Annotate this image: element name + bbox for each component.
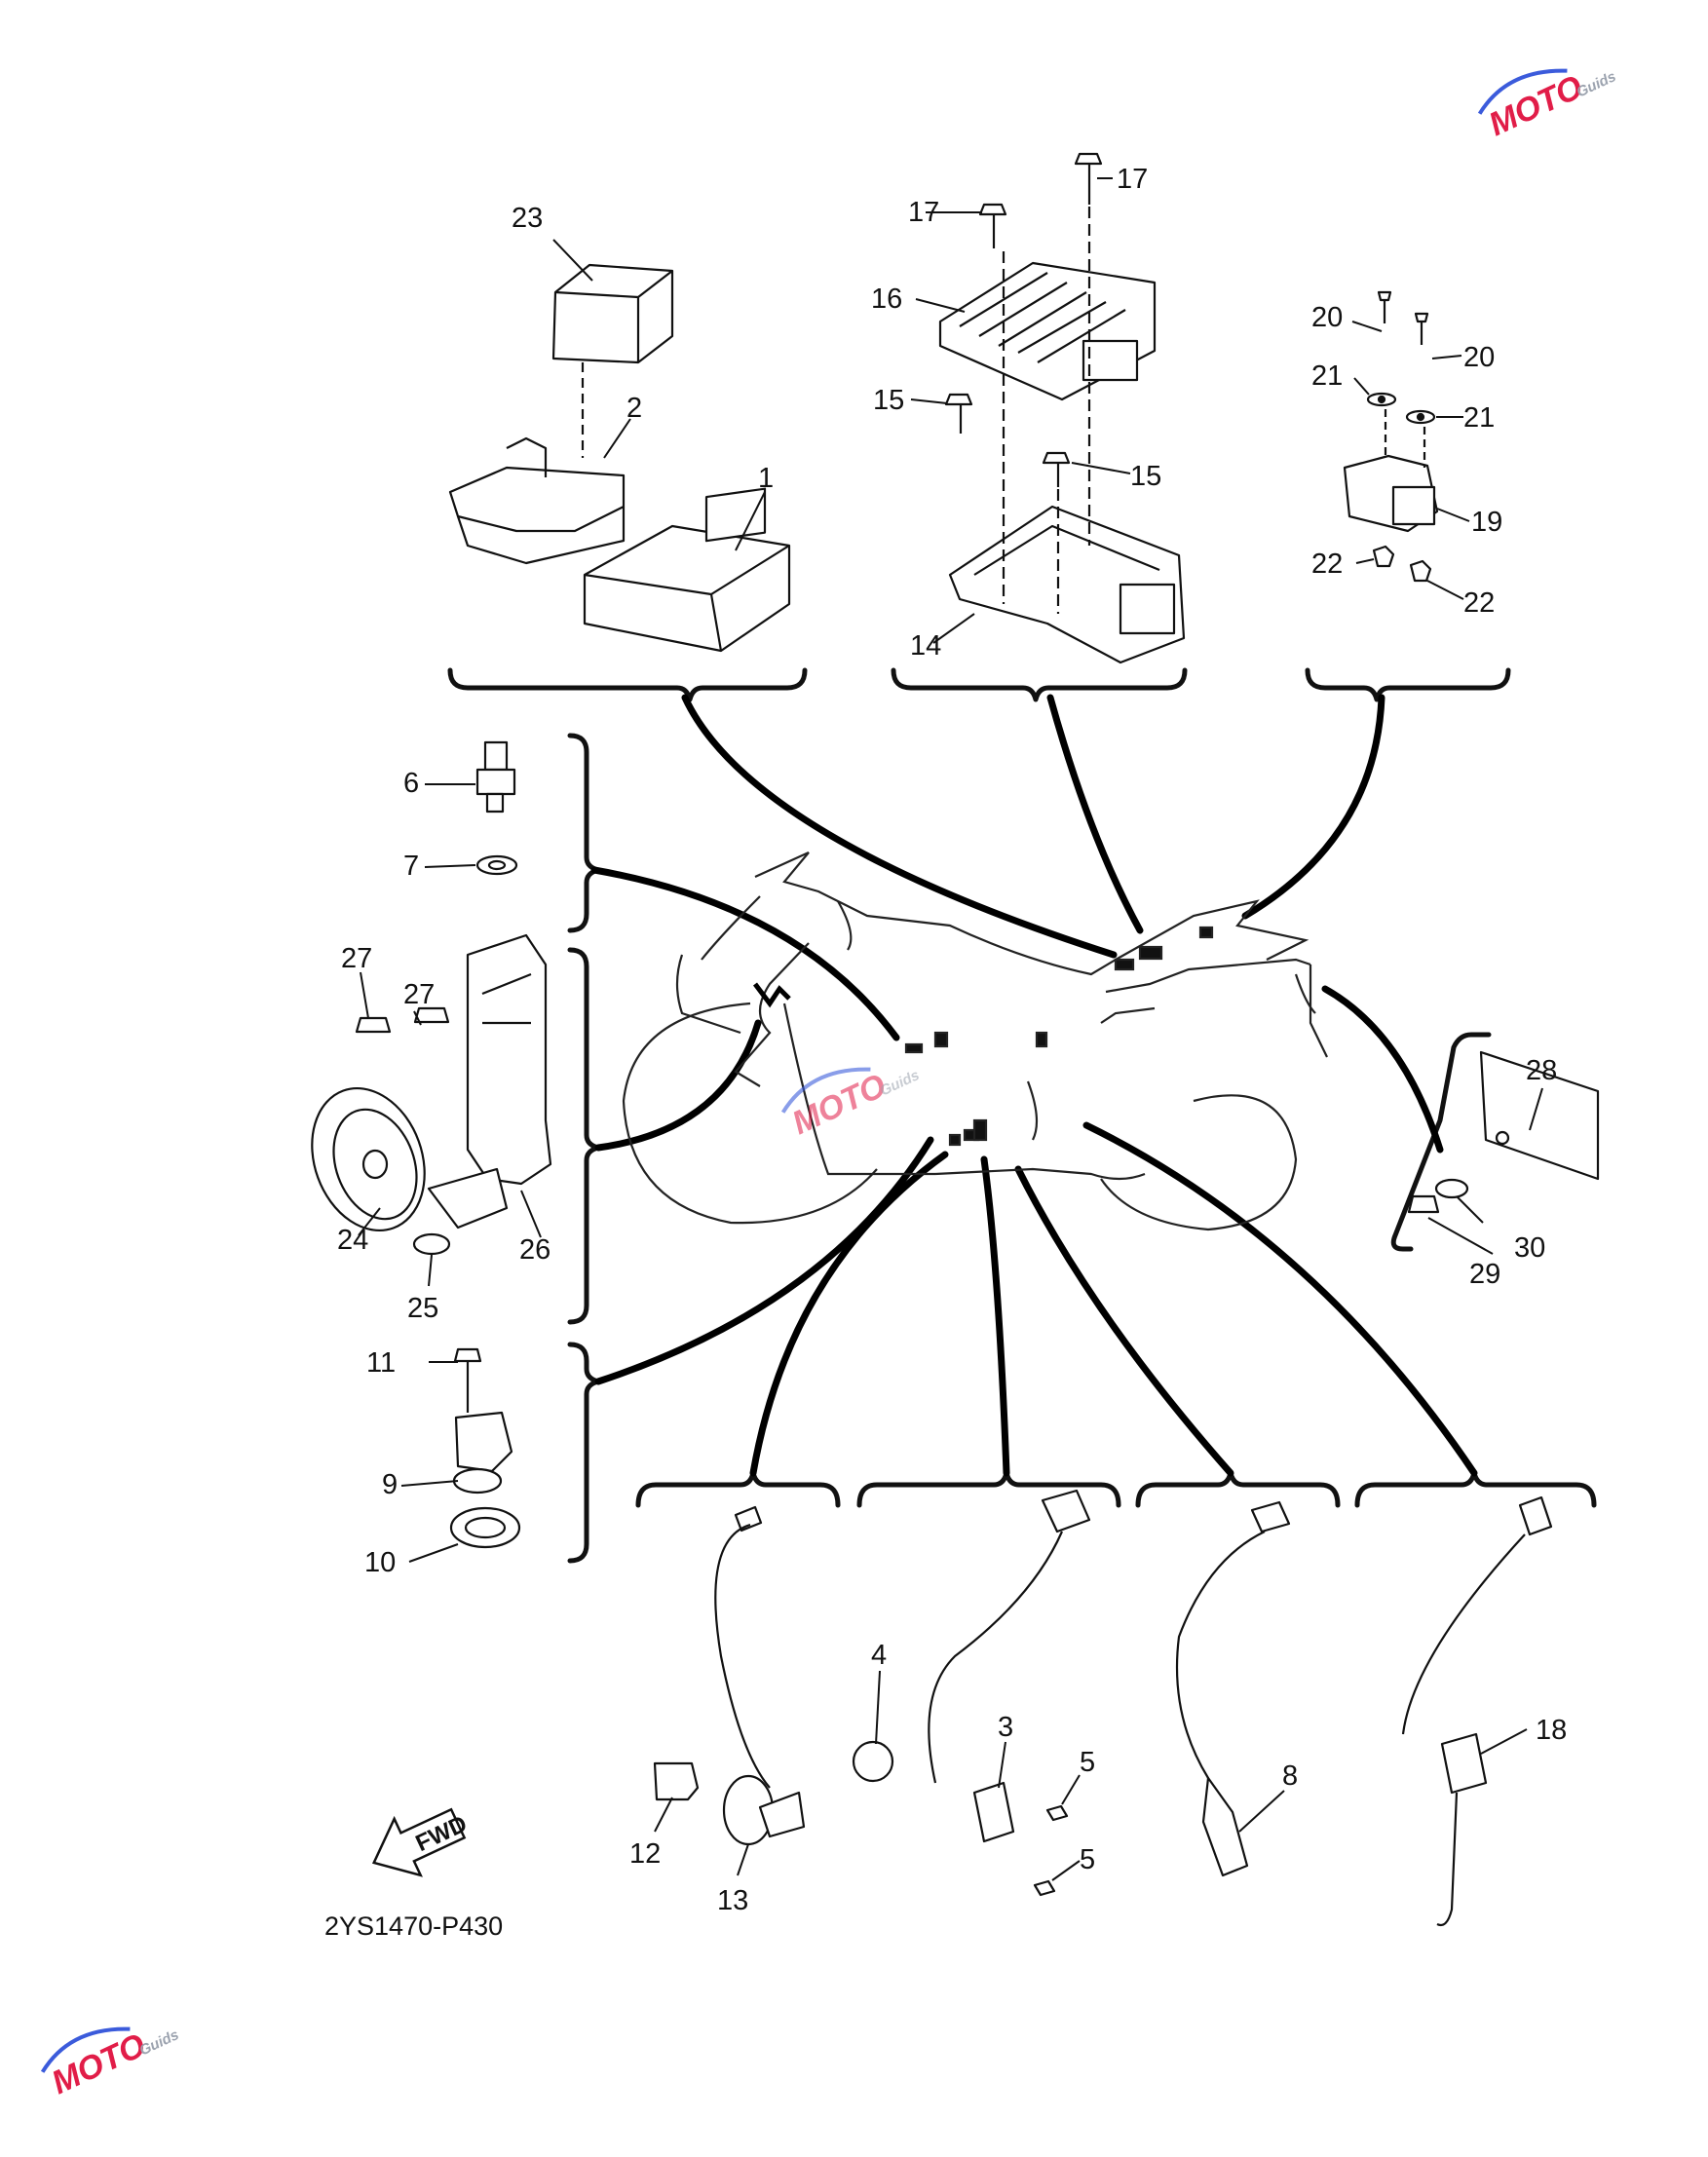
leader-lines [590, 694, 1478, 1477]
callout-labels: 1 2 3 4 5 5 6 7 8 9 10 11 12 13 14 15 15… [337, 164, 1567, 1916]
callout-2: 2 [626, 393, 642, 424]
callout-14: 14 [910, 630, 941, 662]
fwd-arrow-icon: FWD [371, 1807, 472, 1877]
callout-22a: 22 [1311, 549, 1343, 580]
callout-28: 28 [1526, 1055, 1557, 1086]
callout-15b: 15 [1130, 461, 1161, 492]
motorcycle-silhouette [622, 851, 1328, 1231]
callout-21a: 21 [1311, 360, 1343, 392]
callout-16: 16 [871, 284, 902, 315]
callout-17a: 17 [908, 197, 939, 228]
callout-4: 4 [871, 1640, 887, 1671]
watermark-subtext-center: Guids [878, 1067, 923, 1099]
group-brackets [447, 667, 1597, 1564]
callout-20a: 20 [1311, 302, 1343, 333]
callout-25: 25 [407, 1293, 438, 1324]
callout-3: 3 [998, 1712, 1013, 1743]
watermark-logo-icon: MOTO Guids [780, 1067, 923, 1142]
callout-20b: 20 [1463, 342, 1495, 373]
callout-18: 18 [1536, 1715, 1567, 1746]
part-sketches [311, 152, 1600, 1927]
callout-21b: 21 [1463, 402, 1495, 434]
callout-29: 29 [1469, 1259, 1500, 1290]
callout-10: 10 [364, 1547, 396, 1578]
callout-8: 8 [1282, 1760, 1298, 1792]
callout-7: 7 [403, 851, 419, 882]
callout-11: 11 [366, 1347, 396, 1379]
callout-30: 30 [1514, 1232, 1545, 1264]
callout-17b: 17 [1117, 164, 1148, 195]
callout-6: 6 [403, 768, 419, 799]
callout-19: 19 [1471, 507, 1502, 538]
callout-23: 23 [512, 203, 543, 234]
callout-leaders [358, 177, 1543, 1881]
watermark-logo-icon: MOTO Guids [40, 2026, 182, 2101]
watermark-subtext-bottom: Guids [137, 2026, 182, 2059]
callout-26: 26 [519, 1234, 550, 1266]
watermark-text-top: MOTO [1483, 68, 1588, 143]
callout-5a: 5 [1080, 1747, 1095, 1778]
watermark-subtext-top: Guids [1575, 68, 1619, 100]
callout-15a: 15 [873, 385, 904, 416]
watermark-logo-icon: MOTO Guids [1477, 68, 1619, 143]
callout-27b: 27 [403, 979, 435, 1010]
callout-22b: 22 [1463, 587, 1495, 619]
diagram-code: 2YS1470-P430 [324, 1911, 503, 1941]
callout-5b: 5 [1080, 1844, 1095, 1875]
callout-24: 24 [337, 1225, 368, 1256]
callout-1: 1 [758, 463, 774, 494]
callout-27a: 27 [341, 943, 372, 974]
watermark-text-center: MOTO [786, 1067, 892, 1142]
callout-13: 13 [717, 1885, 748, 1916]
callout-9: 9 [382, 1469, 398, 1500]
bolt-icons [944, 152, 1103, 614]
callout-12: 12 [629, 1838, 661, 1870]
watermark-text-bottom: MOTO [46, 2026, 151, 2101]
